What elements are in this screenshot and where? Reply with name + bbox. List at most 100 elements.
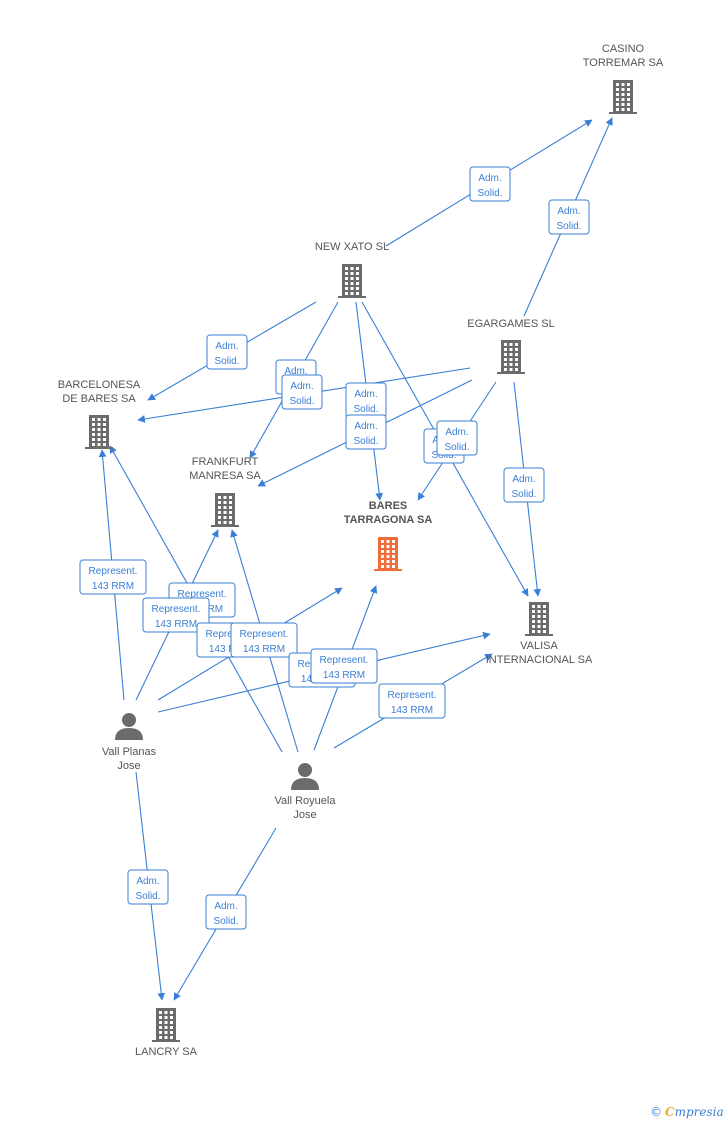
- node-label: TARRAGONA SA: [344, 514, 433, 526]
- edge-label-vallplanas-to-barcelonesa: Represent. 143 RRM: [79, 559, 147, 595]
- node-label: BARCELONESA: [58, 379, 141, 391]
- edge-label-line: Adm.: [214, 901, 237, 912]
- building-icon: [525, 602, 553, 636]
- person-icon: [291, 763, 319, 790]
- node-label: NEW XATO SL: [315, 241, 389, 253]
- edge-label-vallplanas-to-lancry: Adm.Solid.: [127, 869, 169, 905]
- copyright-symbol: ©: [650, 1105, 662, 1119]
- node-valisa[interactable]: VALISA INTERNACIONAL SA: [486, 602, 593, 666]
- brand-name: mpresia: [674, 1105, 724, 1119]
- edge-label-line: 143 RRM: [155, 619, 197, 630]
- edge-label-line: Solid.: [289, 396, 314, 407]
- building-icon: [152, 1008, 180, 1042]
- edge-label-egargames-to-bares: Adm.Solid.: [436, 420, 478, 456]
- edge-label-vallroyuela-to-bares: Represent. 143 RRM: [310, 648, 378, 684]
- building-icon: [497, 340, 525, 374]
- edge-label-line: 143 RRM: [391, 705, 433, 716]
- node-newxato[interactable]: NEW XATO SL: [315, 241, 389, 298]
- node-label: CASINO: [602, 43, 645, 55]
- edge-label-line: Represent.: [240, 629, 289, 640]
- edge-label-line: Solid.: [353, 404, 378, 415]
- edge-label-box: [548, 199, 590, 235]
- node-label: LANCRY SA: [135, 1046, 198, 1058]
- person-icon: [115, 713, 143, 740]
- edge-label-line: Represent.: [178, 589, 227, 600]
- edge-label-line: Represent.: [206, 629, 255, 640]
- edge-label-vallroyuela-to-valisa: Represent. 143 RRM: [378, 683, 446, 719]
- building-icon: [211, 493, 239, 527]
- edge-label-egargames-to-frankfurt: Adm. Solid.: [345, 414, 387, 450]
- node-label: EGARGAMES SL: [467, 318, 554, 330]
- edge-label-box: [378, 683, 446, 719]
- edge-label-box: [79, 559, 147, 595]
- edge-label-line: 143 RRM: [209, 644, 251, 655]
- edge-label-line: Adm.: [354, 421, 377, 432]
- node-casino[interactable]: CASINO TORREMAR SA: [583, 43, 664, 114]
- edge-label-newxato-to-barcelonesa: Adm. Solid.: [206, 334, 248, 370]
- edge-label-line: Solid.: [511, 489, 536, 500]
- node-label: Jose: [117, 760, 140, 772]
- node-label: Vall Royuela: [275, 795, 337, 807]
- edge-label-line: Solid.: [135, 891, 160, 902]
- edge-label-line: Represent.: [89, 566, 138, 577]
- edge-label-line: Solid.: [477, 188, 502, 199]
- edge-label-box: [503, 467, 545, 503]
- node-label: MANRESA SA: [189, 470, 261, 482]
- brand-logo: ©Cmpresia: [650, 1105, 724, 1119]
- edge-label-box: [436, 420, 478, 456]
- edge-label-line: Adm.: [215, 341, 238, 352]
- edge-label-line: Represent.: [152, 604, 201, 615]
- edge-label-line: Adm.: [290, 381, 313, 392]
- edge-label-line: Solid.: [213, 916, 238, 927]
- brand-initial: C: [665, 1105, 675, 1119]
- edge-label-line: Solid.: [353, 436, 378, 447]
- edge-label-line: Adm.: [512, 474, 535, 485]
- edge-label-vallplanas-to-frankfurt: Represent. 143 RRM: [142, 597, 210, 633]
- edge-label-line: Represent.: [388, 690, 437, 701]
- edge-label-line: Represent.: [320, 655, 369, 666]
- edge-label-vallroyuela-to-frankfurt: Represent. 143 RRM: [230, 622, 298, 658]
- edge-label-line: Solid.: [214, 356, 239, 367]
- edge-label-box: [281, 374, 323, 410]
- edge-label-line: Adm.: [557, 206, 580, 217]
- node-label: TORREMAR SA: [583, 57, 664, 69]
- edge-label-egargames-to-casino: Adm. Solid.: [548, 199, 590, 235]
- node-label: BARES: [369, 500, 408, 512]
- edge-label-box: [345, 414, 387, 450]
- edge-label-line: Adm.: [354, 389, 377, 400]
- edge-label-box: [230, 622, 298, 658]
- edge-label-line: 143 RRM: [323, 670, 365, 681]
- node-frankfurt[interactable]: FRANKFURT MANRESA SA: [189, 456, 261, 527]
- edge-label-box: [310, 648, 378, 684]
- edge-label-newxato-to-bares: Adm. Solid.: [345, 382, 387, 418]
- node-barcelonesa[interactable]: BARCELONESA DE BARES SA: [58, 379, 141, 449]
- edge-label-line: Solid.: [444, 442, 469, 453]
- node-lancry[interactable]: LANCRY SA: [135, 1008, 198, 1058]
- edge-label-line: Solid.: [556, 221, 581, 232]
- edge-labels-layer: Adm. Solid. Adm. Solid. Adm. Solid. Adm. Solid.…: [79, 166, 590, 930]
- edge-label-vallroyuela-to-lancry: Adm. Solid.: [205, 894, 247, 930]
- edge-label-newxato-to-casino: Adm. Solid.: [469, 166, 511, 202]
- edge-label-egargames-to-barcelonesa: Adm. Solid.: [281, 374, 323, 410]
- building-icon: [338, 264, 366, 298]
- edge-label-box: [469, 166, 511, 202]
- nodes-layer: CASINO TORREMAR SA NEW XATO SL EGARGAMES SL…: [58, 43, 664, 1058]
- node-label: INTERNACIONAL SA: [486, 654, 593, 666]
- node-label: Vall Planas: [102, 746, 157, 758]
- node-label: DE BARES SA: [62, 393, 136, 405]
- node-label: VALISA: [520, 640, 558, 652]
- edge-label-line: 143 RRM: [92, 581, 134, 592]
- building-icon: [85, 415, 113, 449]
- edge-label-box: [205, 894, 247, 930]
- edge-label-egargames-to-valisa: Adm. Solid.: [503, 467, 545, 503]
- edge-label-box: [206, 334, 248, 370]
- node-egargames[interactable]: EGARGAMES SL: [467, 318, 555, 374]
- node-label: FRANKFURT: [192, 456, 259, 468]
- node-bares[interactable]: BARES TARRAGONA SA: [344, 500, 433, 571]
- edge-label-box: [142, 597, 210, 633]
- edge-label-line: 143 RRM: [243, 644, 285, 655]
- edge-label-line: Adm.: [478, 173, 501, 184]
